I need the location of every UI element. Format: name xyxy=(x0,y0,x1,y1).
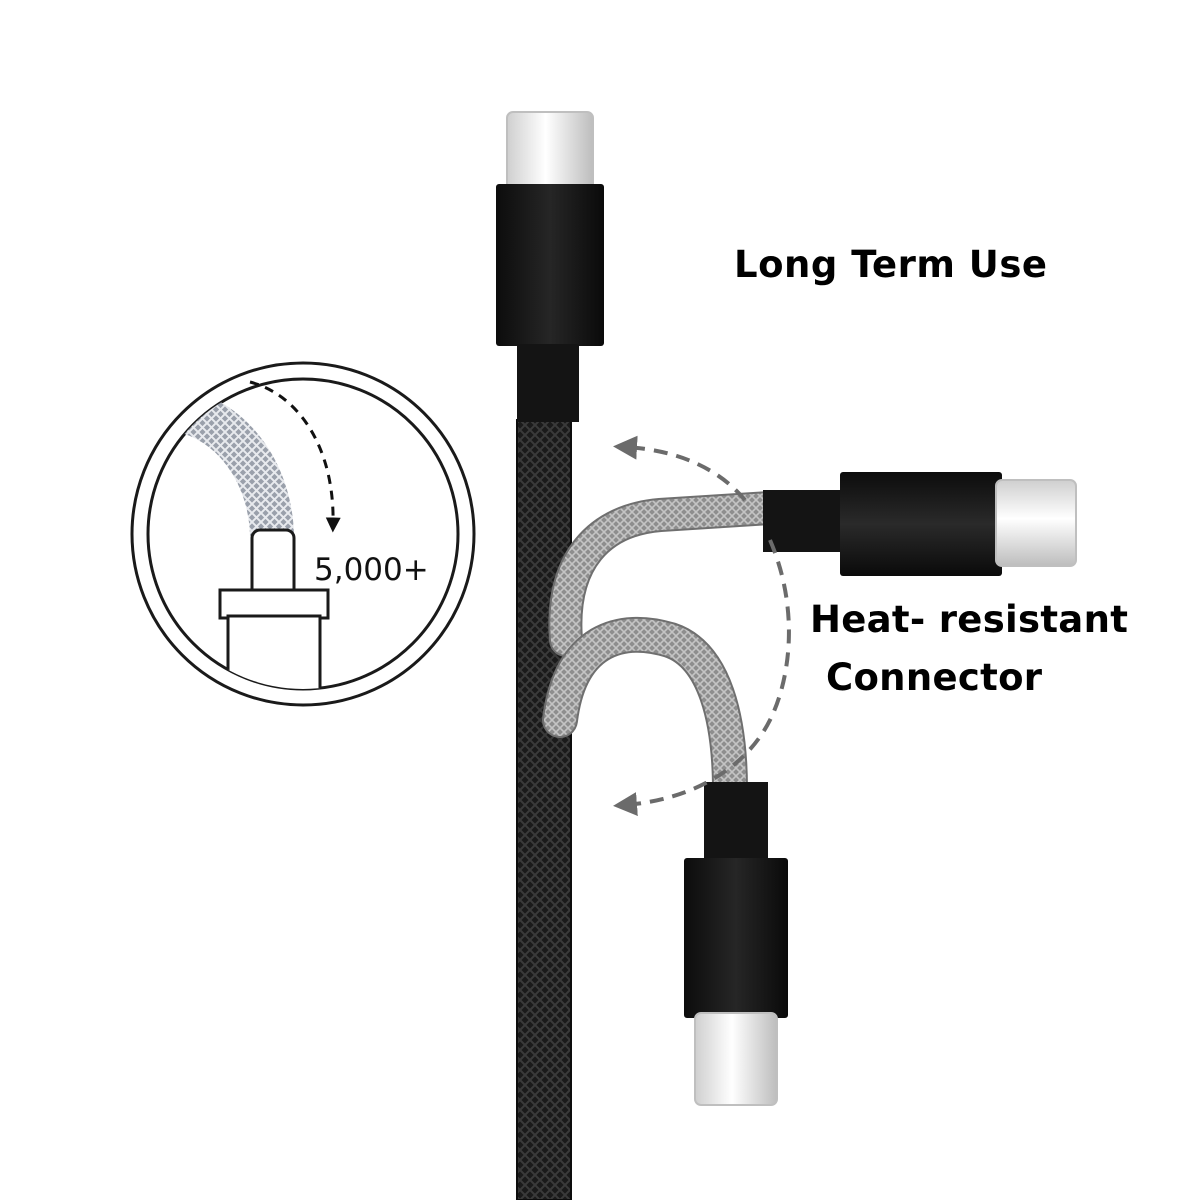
usb-c-plug-icon xyxy=(694,1012,778,1106)
bend-count-label: 5,000+ xyxy=(314,552,429,588)
usb-c-plug-icon xyxy=(506,111,594,191)
usb-c-plug-icon xyxy=(995,479,1077,567)
bent-cable-lower xyxy=(542,616,748,808)
bottom-usb-c-connector xyxy=(684,782,788,1106)
headline-long-term-use: Long Term Use xyxy=(734,243,1048,286)
vertical-cable xyxy=(516,419,572,1200)
bent-cable-upper xyxy=(548,491,787,657)
bend-arrow-icon xyxy=(613,435,791,817)
top-usb-c-connector xyxy=(496,111,604,422)
right-usb-c-connector xyxy=(763,472,1077,576)
feature-connector: Connector xyxy=(826,656,1043,699)
bend-test-inset xyxy=(130,361,476,707)
feature-heat-resistant: Heat- resistant xyxy=(810,598,1129,641)
